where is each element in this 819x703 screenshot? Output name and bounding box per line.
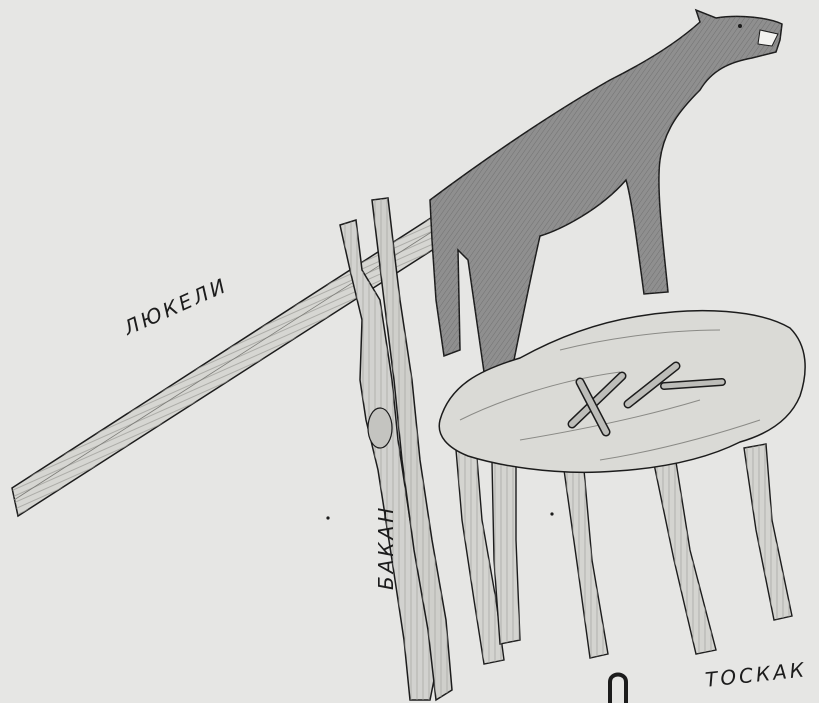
speck: [550, 512, 553, 515]
stake-label: БАКАН: [374, 505, 398, 590]
speck: [326, 516, 329, 519]
hook: [610, 675, 626, 703]
platform-legs: [456, 444, 792, 664]
